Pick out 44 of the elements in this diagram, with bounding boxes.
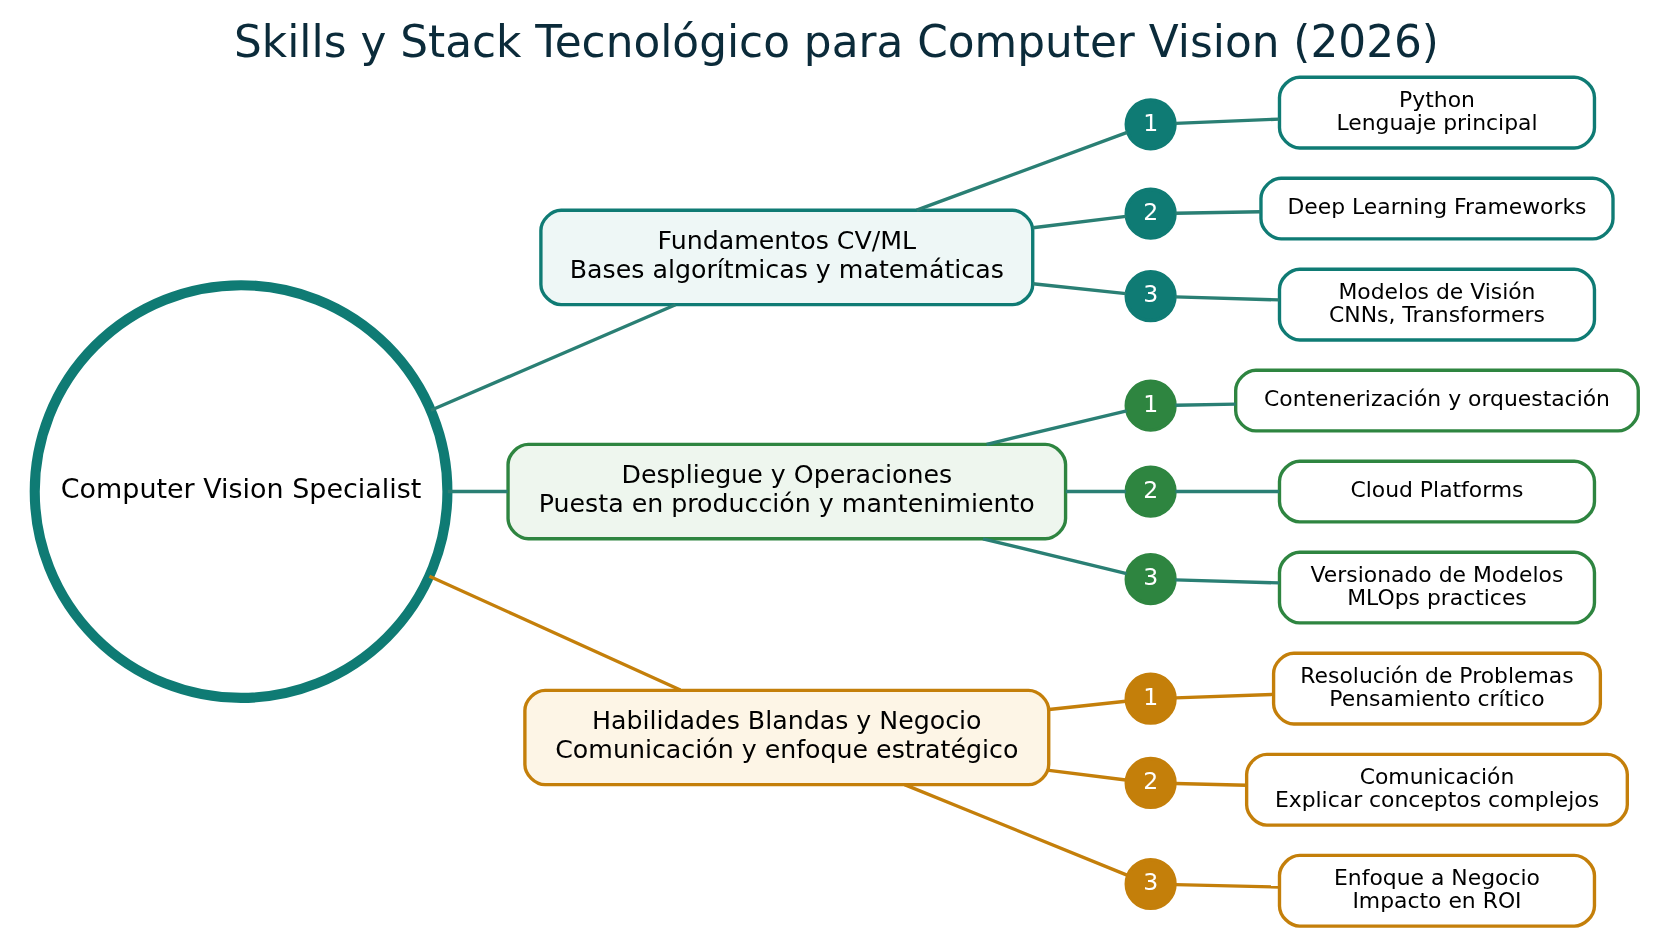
- connector: [1174, 882, 1279, 889]
- connector: [1032, 282, 1126, 296]
- node-box: Fundamentos CV/ML Bases algorítmicas y matemáticas: [538, 208, 1034, 307]
- connector: [1174, 781, 1247, 787]
- connector: [982, 537, 1127, 576]
- node-box: Comunicación Explicar conceptos complejos: [1244, 752, 1629, 827]
- node-box: Modelos de Visión CNNs, Transformers: [1277, 267, 1596, 342]
- node-box: Habilidades Blandas y Negocio Comunicación y enfoque estratégico: [522, 688, 1050, 787]
- connector: [903, 783, 1128, 877]
- node-box: Versionado de Modelos MLOps practices: [1277, 550, 1596, 625]
- node-circle: 3: [1124, 270, 1177, 323]
- node-box: Contenerización y orquestación: [1233, 368, 1640, 433]
- connector: [1048, 699, 1126, 712]
- node-box: Despliegue y Operaciones Puesta en producción y mantenimiento: [505, 442, 1067, 541]
- node-circle: 1: [1124, 672, 1177, 725]
- node-circle: 2: [1124, 756, 1177, 810]
- connector: [985, 409, 1127, 446]
- connector: [1174, 402, 1236, 407]
- connector: [1048, 768, 1126, 782]
- node-box: Enfoque a Negocio Impacto en ROI: [1277, 853, 1596, 928]
- connector: [1174, 117, 1279, 126]
- connector: [447, 489, 508, 494]
- node-box: Cloud Platforms: [1277, 459, 1596, 524]
- connector: [1175, 489, 1279, 494]
- node-circle: 2: [1124, 465, 1177, 518]
- connector: [1174, 210, 1260, 215]
- node-box: Resolución de Problemas Pensamiento crítico: [1271, 651, 1602, 726]
- connector: [1174, 295, 1279, 302]
- connector: [915, 130, 1128, 212]
- diagram-title: Skills y Stack Tecnológico para Computer Vision (2026): [233, 15, 1439, 67]
- node-box: Python Lenguaje principal: [1277, 75, 1596, 150]
- node-circle: 1: [1124, 379, 1177, 432]
- node-circle: 2: [1124, 187, 1177, 240]
- node-circle: 3: [1124, 857, 1177, 911]
- node-circle: Computer Vision Specialist: [29, 280, 452, 703]
- connector: [1065, 489, 1126, 494]
- connector: [429, 303, 676, 412]
- connector: [1174, 578, 1279, 585]
- node-box: Deep Learning Frameworks: [1258, 176, 1615, 241]
- node-circle: 3: [1124, 553, 1177, 606]
- connector: [428, 574, 681, 692]
- connector: [1174, 692, 1273, 700]
- node-circle: 1: [1124, 98, 1177, 151]
- connector: [1032, 214, 1126, 230]
